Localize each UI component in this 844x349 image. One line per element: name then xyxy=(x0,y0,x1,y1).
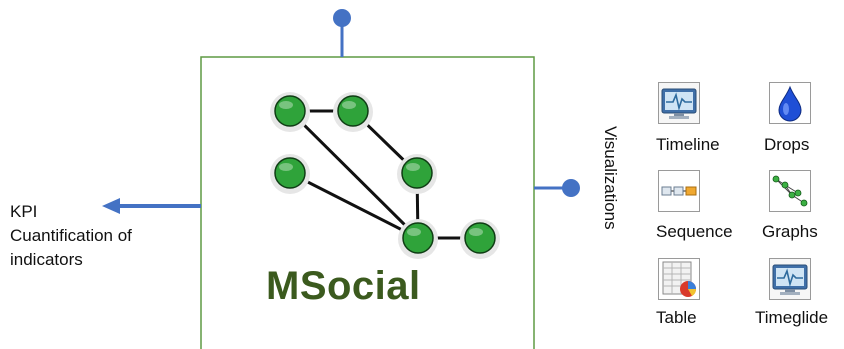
drops-label: Drops xyxy=(764,135,810,154)
graphs-label: Graphs xyxy=(762,222,818,241)
sequence-label: Sequence xyxy=(656,222,733,241)
graph-node xyxy=(337,95,369,127)
network-graph xyxy=(270,92,500,259)
visualizations-label: Visualizations xyxy=(601,126,620,230)
graph-node xyxy=(274,157,306,189)
kpi-description-line1: Cuantification of xyxy=(10,226,132,245)
kpi-description-line2: indicators xyxy=(10,250,83,269)
table-pie-icon xyxy=(658,258,700,300)
water-drop-icon xyxy=(769,82,811,124)
network-graph-icon xyxy=(769,170,811,212)
graph-node xyxy=(464,222,496,254)
brand-title: MSocial xyxy=(266,264,421,308)
timeline-label: Timeline xyxy=(656,135,720,154)
top-connector-dot xyxy=(333,9,351,27)
graph-edge xyxy=(288,109,420,240)
timeline-icon xyxy=(658,82,700,124)
timeglide-icon xyxy=(769,258,811,300)
sequence-boxes-icon xyxy=(658,170,700,212)
right-connector-dot xyxy=(562,179,580,197)
kpi-label: KPI xyxy=(10,202,38,221)
graph-node xyxy=(274,95,306,127)
graph-node xyxy=(402,222,434,254)
graph-edge xyxy=(289,171,419,240)
graph-node xyxy=(401,157,433,189)
timeglide-label: Timeglide xyxy=(755,308,829,327)
table-label: Table xyxy=(656,308,697,327)
kpi-arrow-head xyxy=(102,198,120,214)
